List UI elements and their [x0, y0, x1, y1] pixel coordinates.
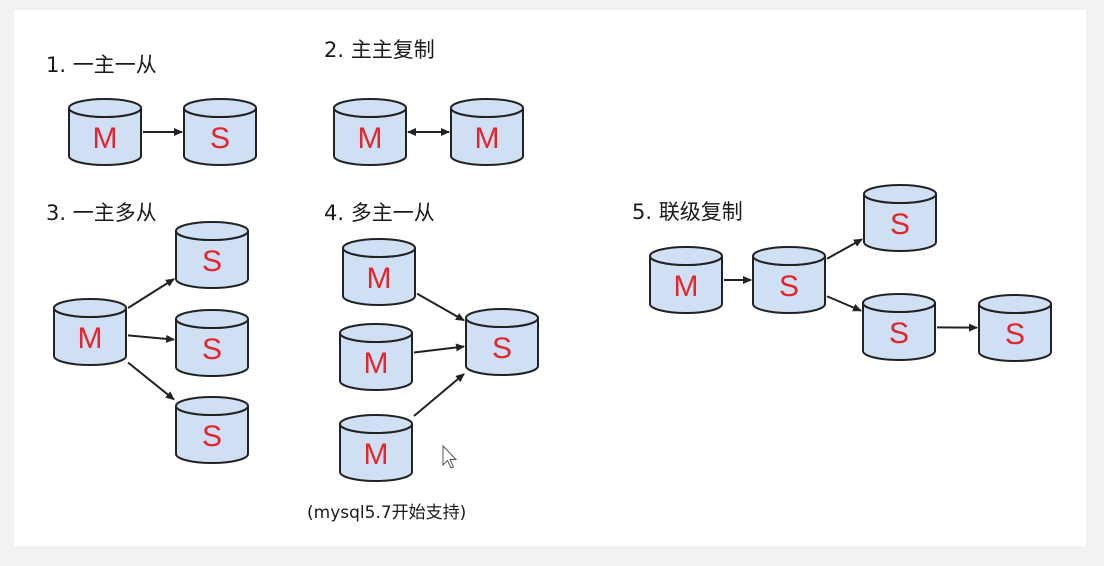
node-label: M	[674, 270, 699, 303]
mouse-pointer-icon	[442, 444, 458, 469]
section-title-3: 3. 一主多从	[46, 201, 157, 225]
db-node-s5-m: M	[649, 246, 723, 314]
db-node-s3-s2: S	[175, 309, 249, 377]
section-title-5: 5. 联级复制	[632, 200, 743, 224]
node-label: S	[889, 317, 909, 350]
db-node-s2-m2: M	[450, 98, 524, 166]
node-label: M	[78, 322, 103, 355]
db-node-s5-s4: S	[978, 294, 1052, 362]
cylinder-top	[175, 396, 249, 416]
arrow-s4-m3-to-s4-s	[413, 373, 465, 417]
arrow-s5-s1-to-s5-s2	[826, 238, 863, 260]
node-label: S	[779, 270, 799, 303]
cylinder-top	[978, 294, 1052, 314]
node-label: S	[492, 332, 512, 365]
cylinder-top	[649, 246, 723, 266]
arrow-s5-s1-to-s5-s3	[826, 295, 862, 312]
cylinder-top	[863, 184, 937, 204]
db-node-s5-s3: S	[862, 293, 936, 361]
cylinder-top	[175, 221, 249, 241]
db-node-s2-m1: M	[333, 98, 407, 166]
db-node-s4-m2: M	[339, 323, 413, 391]
db-node-s1-s: S	[183, 98, 257, 166]
arrow-s4-m2-to-s4-s	[413, 343, 465, 354]
version-note: (mysql5.7开始支持)	[307, 503, 466, 523]
db-node-s4-m3: M	[339, 414, 413, 482]
db-node-s5-s1: S	[752, 246, 826, 314]
arrow-s3-m-to-s3-s2	[127, 334, 175, 343]
node-label: M	[364, 347, 389, 380]
db-node-s3-s3: S	[175, 396, 249, 464]
arrow-s3-m-to-s3-s1	[127, 278, 175, 309]
edges-layer	[127, 128, 978, 417]
cylinder-top	[862, 293, 936, 313]
node-label: S	[202, 333, 222, 366]
cylinder-top	[333, 98, 407, 118]
cylinder-top	[342, 238, 416, 258]
node-label: M	[475, 122, 500, 155]
node-label: S	[890, 208, 910, 241]
db-node-s5-s2: S	[863, 184, 937, 252]
node-label: S	[210, 122, 230, 155]
section-title-2: 2. 主主复制	[324, 38, 435, 62]
cylinder-top	[450, 98, 524, 118]
cylinder-top	[175, 309, 249, 329]
cylinder-top	[53, 298, 127, 318]
node-label: M	[358, 122, 383, 155]
cylinder-top	[339, 414, 413, 434]
node-label: S	[202, 245, 222, 278]
db-node-s1-m: M	[68, 98, 142, 166]
db-node-s3-s1: S	[175, 221, 249, 289]
cylinder-top	[68, 98, 142, 118]
db-node-s4-m1: M	[342, 238, 416, 306]
slide-background	[14, 10, 1086, 546]
node-label: S	[1005, 318, 1025, 351]
node-label: M	[367, 262, 392, 295]
nodes-layer: M S M M M S S S M M M S M S S S S	[53, 98, 1052, 482]
node-label: S	[202, 420, 222, 453]
node-label: M	[364, 438, 389, 471]
cylinder-top	[752, 246, 826, 266]
cylinder-top	[183, 98, 257, 118]
cylinder-top	[339, 323, 413, 343]
arrow-s3-m-to-s3-s3	[127, 361, 175, 401]
node-label: M	[93, 122, 118, 155]
cylinder-top	[465, 308, 539, 328]
db-node-s3-m: M	[53, 298, 127, 366]
section-title-1: 1. 一主一从	[46, 53, 157, 77]
db-node-s4-s: S	[465, 308, 539, 376]
section-title-4: 4. 多主一从	[324, 201, 435, 225]
arrow-s4-m1-to-s4-s	[416, 292, 465, 322]
